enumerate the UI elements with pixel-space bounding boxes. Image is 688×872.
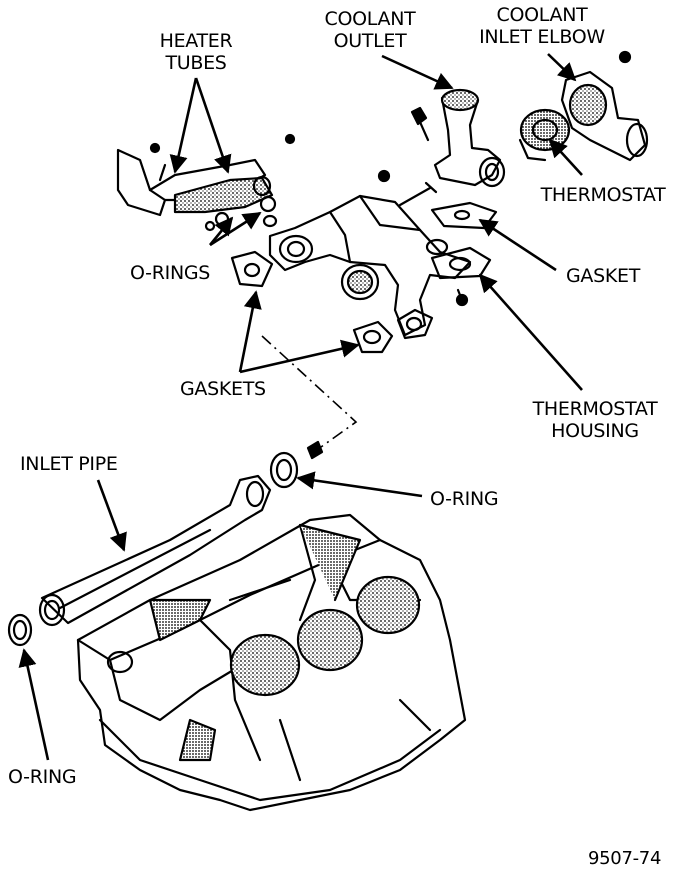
o-ring-right-arrow bbox=[296, 471, 423, 498]
label-o-ring-bottom: O-RING bbox=[8, 766, 77, 788]
coolant-inlet-elbow-part bbox=[560, 50, 649, 162]
gaskets-part bbox=[352, 320, 394, 354]
label-o-ring-right: O-RING bbox=[430, 488, 499, 510]
label-gaskets: GASKETS bbox=[180, 378, 266, 400]
leader-lines bbox=[18, 53, 583, 761]
coolant-outlet-part bbox=[410, 88, 506, 188]
o-rings-arrow-2 bbox=[209, 211, 262, 247]
alignment-line bbox=[261, 335, 358, 453]
gaskets-arrow-1 bbox=[238, 290, 262, 373]
heater-tubes-arrow-2 bbox=[194, 77, 232, 174]
label-coolant-outlet: COOLANT OUTLET bbox=[324, 8, 416, 52]
label-thermostat-housing: THERMOSTAT HOUSING bbox=[532, 398, 658, 442]
thermostat-arrow bbox=[548, 138, 583, 176]
coolant-inlet-elbow-arrow bbox=[547, 53, 577, 82]
thermostat-housing-part bbox=[268, 169, 492, 340]
label-inlet-pipe: INLET PIPE bbox=[20, 453, 118, 475]
label-o-rings: O-RINGS bbox=[130, 262, 211, 284]
thermostat-housing-arrow bbox=[478, 273, 583, 391]
o-ring-upper-part bbox=[269, 440, 324, 489]
label-heater-tubes: HEATER TUBES bbox=[159, 30, 233, 74]
label-gasket: GASKET bbox=[566, 265, 641, 287]
coolant-outlet-arrow bbox=[381, 54, 454, 90]
heater-tubes-arrow-1 bbox=[169, 77, 198, 174]
heater-tubes-part bbox=[116, 133, 296, 232]
o-ring-bottom-arrow bbox=[18, 648, 50, 761]
gasket-arrow bbox=[478, 218, 557, 272]
engine-block-part bbox=[76, 513, 467, 812]
inlet-pipe-arrow bbox=[96, 479, 127, 552]
o-rings-part bbox=[230, 250, 274, 288]
figure-number: 9507-74 bbox=[588, 848, 662, 869]
label-thermostat: THERMOSTAT bbox=[540, 184, 666, 206]
label-coolant-inlet-elbow: COOLANT INLET ELBOW bbox=[479, 4, 605, 48]
o-rings-arrow-1 bbox=[208, 216, 234, 246]
gaskets-arrow-2 bbox=[239, 339, 360, 374]
o-ring-lower-part bbox=[7, 613, 33, 647]
inlet-pipe-part bbox=[38, 474, 272, 627]
